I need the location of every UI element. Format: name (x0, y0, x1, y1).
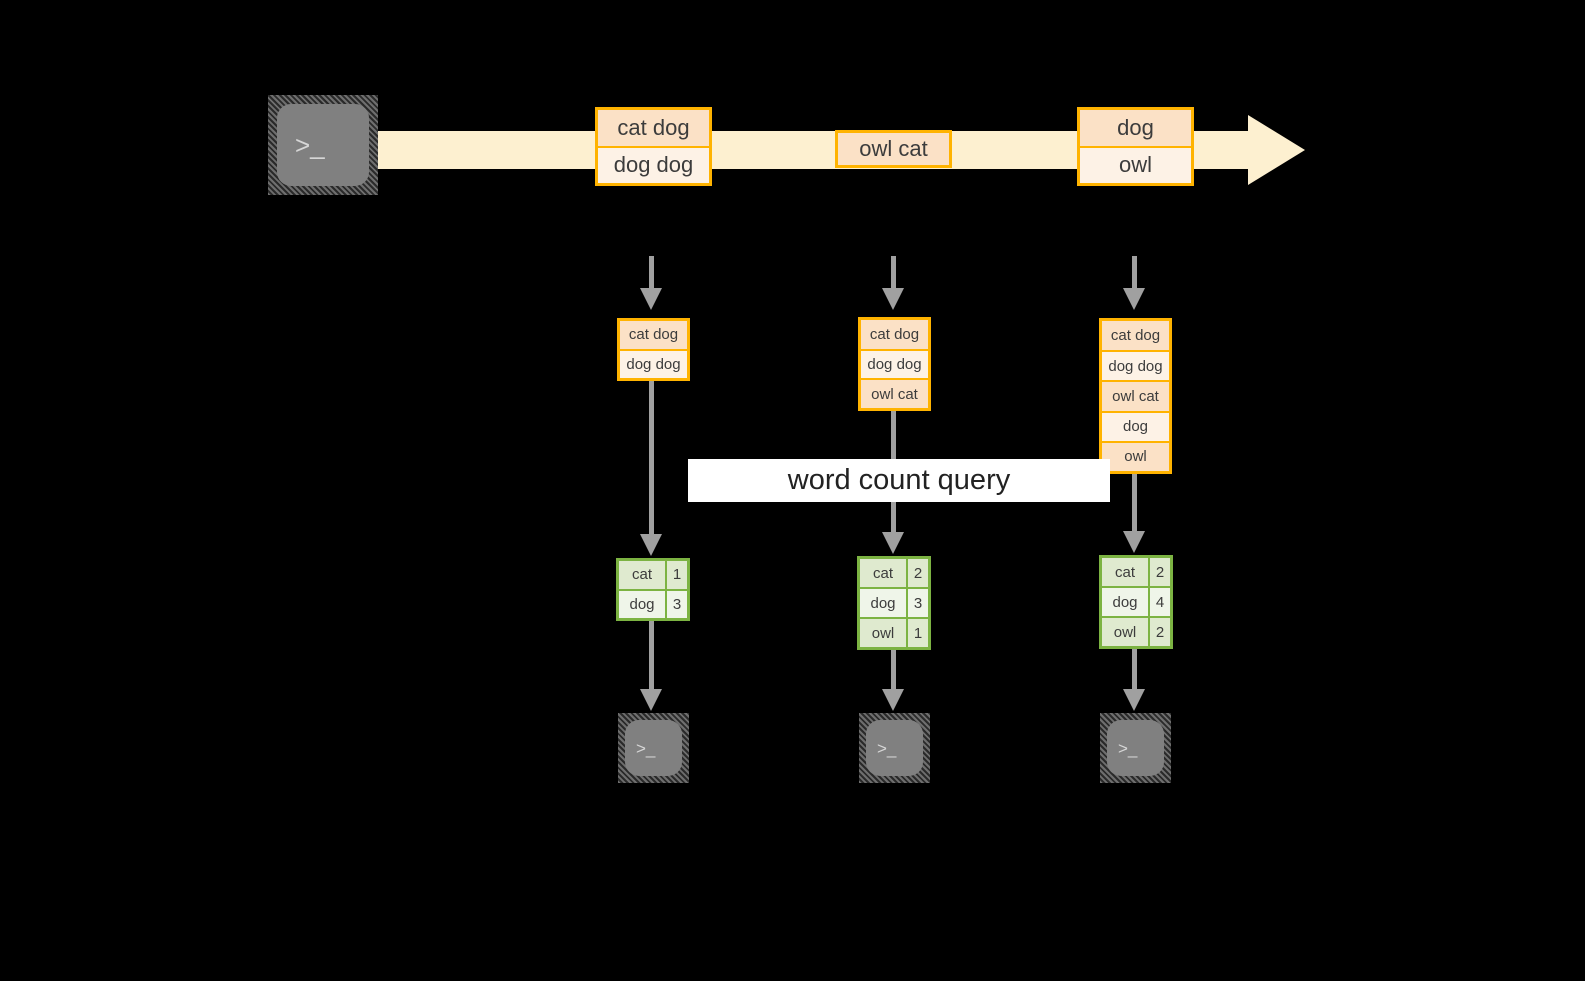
snapshot-2-result-table[interactable]: cat 2 dog 3 owl 1 (857, 556, 931, 650)
stream-record: dog (1080, 110, 1191, 146)
terminal-body: >_ (277, 104, 369, 186)
result-count: 1 (667, 561, 687, 589)
accumulated-record: cat dog (620, 321, 687, 349)
result-word: cat (860, 559, 908, 587)
snapshot-1-sink-terminal-icon[interactable]: >_ (618, 713, 689, 783)
accumulated-record: cat dog (1102, 321, 1169, 351)
stream-record: owl (1080, 145, 1191, 183)
query-label: word count query (787, 464, 1011, 496)
table-row: cat 2 (1102, 558, 1170, 586)
accumulated-record: owl (1102, 440, 1169, 471)
table-row: owl 1 (860, 617, 928, 647)
snapshot-3-sink-connector (1132, 649, 1137, 691)
result-word: cat (619, 561, 667, 589)
snapshot-2-query-arrowhead-icon (882, 532, 904, 554)
snapshot-2-sink-connector (891, 650, 896, 691)
table-row: cat 2 (860, 559, 928, 587)
snapshot-1-query-arrowhead-icon (640, 534, 662, 556)
result-count: 1 (908, 619, 928, 647)
table-row: dog 3 (860, 587, 928, 617)
result-word: owl (1102, 618, 1150, 646)
terminal-body: >_ (1107, 720, 1164, 776)
snapshot-1-sink-arrowhead-icon (640, 689, 662, 711)
snapshot-1-sink-connector (649, 621, 654, 691)
stream-record: dog dog (598, 145, 709, 183)
result-count: 2 (1150, 558, 1170, 586)
table-row: cat 1 (619, 561, 687, 589)
table-row: dog 4 (1102, 586, 1170, 616)
snapshot-3-sink-arrowhead-icon (1123, 689, 1145, 711)
stream-group-2[interactable]: owl cat (835, 130, 952, 168)
terminal-prompt-glyph: >_ (295, 130, 325, 160)
snapshot-1-accumulated-records[interactable]: cat dog dog dog (617, 318, 690, 381)
terminal-prompt-glyph: >_ (877, 738, 897, 758)
snapshot-3-dashed-arrowhead-icon (1123, 288, 1145, 310)
snapshot-3-result-table[interactable]: cat 2 dog 4 owl 2 (1099, 555, 1173, 649)
snapshot-3-sink-terminal-icon[interactable]: >_ (1100, 713, 1171, 783)
result-count: 2 (908, 559, 928, 587)
result-count: 2 (1150, 618, 1170, 646)
snapshot-3-accumulated-records[interactable]: cat dog dog dog owl cat dog owl (1099, 318, 1172, 474)
table-row: owl 2 (1102, 616, 1170, 646)
result-word: dog (860, 589, 908, 617)
stream-record: cat dog (598, 110, 709, 146)
stream-group-3[interactable]: dog owl (1077, 107, 1194, 186)
snapshot-3-query-connector (1132, 474, 1137, 534)
snapshot-2-sink-arrowhead-icon (882, 689, 904, 711)
accumulated-record: dog dog (1102, 350, 1169, 381)
stream-record: owl cat (838, 133, 949, 165)
accumulated-record: owl cat (1102, 380, 1169, 411)
accumulated-record: cat dog (861, 320, 928, 349)
accumulated-record: dog (1102, 410, 1169, 441)
result-count: 4 (1150, 588, 1170, 616)
terminal-body: >_ (866, 720, 923, 776)
result-word: dog (619, 590, 667, 618)
result-word: dog (1102, 588, 1150, 616)
source-terminal-icon[interactable]: >_ (268, 95, 378, 195)
snapshot-3-query-arrowhead-icon (1123, 531, 1145, 553)
terminal-prompt-glyph: >_ (1118, 738, 1138, 758)
snapshot-1-dashed-arrowhead-icon (640, 288, 662, 310)
result-word: cat (1102, 558, 1150, 586)
snapshot-1-dashed-connector (649, 256, 654, 290)
table-row: dog 3 (619, 588, 687, 618)
snapshot-2-sink-terminal-icon[interactable]: >_ (859, 713, 930, 783)
snapshot-2-accumulated-records[interactable]: cat dog dog dog owl cat (858, 317, 931, 411)
result-count: 3 (667, 590, 687, 618)
result-word: owl (860, 619, 908, 647)
result-count: 3 (908, 589, 928, 617)
stream-arrowhead-icon (1248, 115, 1305, 185)
stream-group-1[interactable]: cat dog dog dog (595, 107, 712, 186)
snapshot-1-result-table[interactable]: cat 1 dog 3 (616, 558, 690, 621)
accumulated-record: dog dog (861, 348, 928, 379)
terminal-body: >_ (625, 720, 682, 776)
snapshot-1-query-connector (649, 381, 654, 536)
accumulated-record: owl cat (861, 378, 928, 409)
snapshot-2-dashed-arrowhead-icon (882, 288, 904, 310)
terminal-prompt-glyph: >_ (636, 738, 656, 758)
query-label-band: word count query (688, 459, 1110, 502)
snapshot-3-dashed-connector (1132, 256, 1137, 290)
snapshot-2-dashed-connector (891, 256, 896, 290)
accumulated-record: dog dog (620, 348, 687, 378)
